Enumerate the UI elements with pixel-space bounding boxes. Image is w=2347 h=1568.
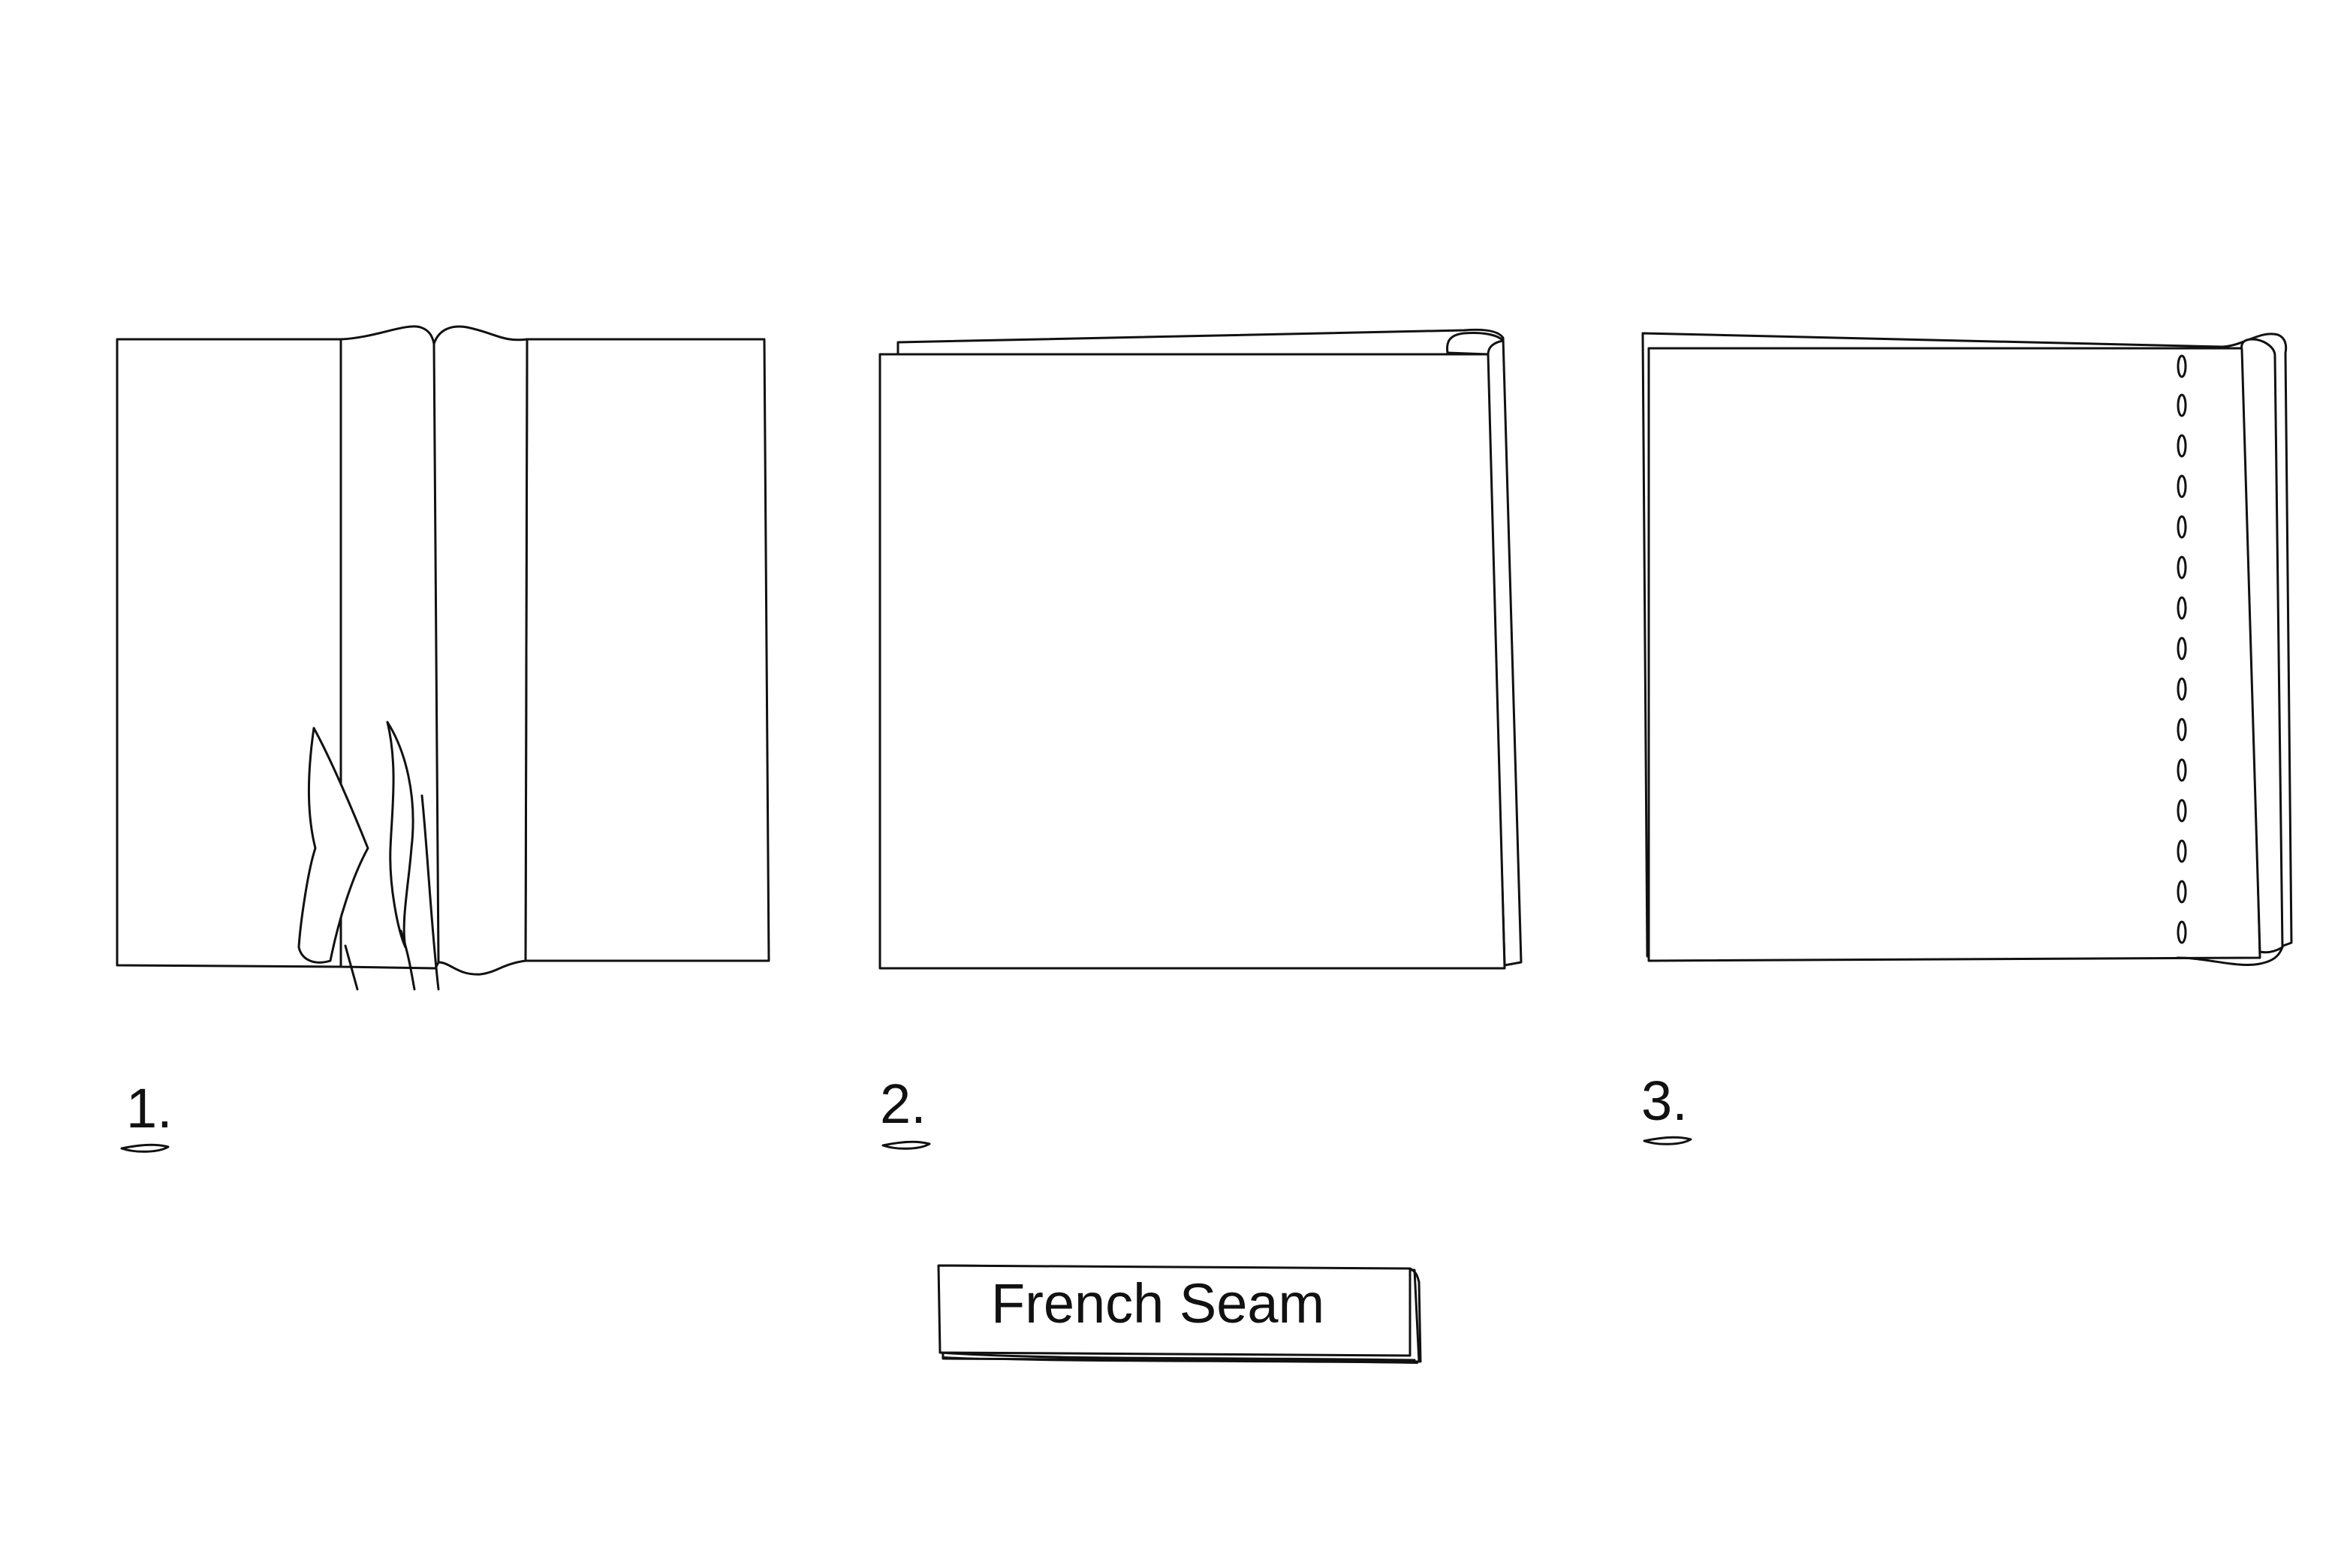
title-label-front	[937, 1264, 1412, 1357]
title-label-box	[937, 1264, 1422, 1364]
title-label-edge	[1409, 1267, 1422, 1363]
title-label-bottom-shadow	[938, 1351, 1416, 1362]
step-3-label: 3.	[1641, 1070, 1688, 1132]
step-3-illustration	[1641, 332, 2293, 1145]
stitch	[2177, 354, 2187, 378]
step-1-right-panel	[524, 338, 770, 962]
stitch	[2177, 718, 2187, 742]
step-3-stitches	[2177, 354, 2187, 944]
step-1-thread-left-end	[344, 944, 359, 991]
step-1-label: 1.	[126, 1077, 173, 1139]
stitch	[2177, 758, 2187, 782]
stitch	[2177, 515, 2187, 539]
step-3-front-panel	[1647, 347, 2261, 962]
stitch	[2177, 434, 2187, 458]
step-2-illustration	[878, 328, 1523, 1150]
step-1-underline	[120, 1143, 170, 1153]
stitch	[2177, 920, 2187, 944]
step-1-illustration	[116, 325, 770, 1153]
step-2-front-panel	[878, 353, 1506, 970]
stitch	[2177, 839, 2187, 863]
stitch	[2177, 880, 2187, 904]
step-1-thread-right-end	[399, 929, 416, 991]
diagram-title: French Seam	[991, 1272, 1325, 1335]
step-2-underline	[881, 1140, 931, 1150]
step-3-underline	[1643, 1136, 1692, 1145]
stitch	[2177, 637, 2187, 661]
stitch	[2177, 393, 2187, 417]
stitch	[2177, 596, 2187, 620]
title-label-bottom-shadow2	[942, 1356, 1418, 1364]
step-3-bottom-curl	[2176, 946, 2284, 966]
stitch	[2177, 474, 2187, 498]
step-2-label: 2.	[880, 1073, 926, 1135]
step-1-thread-right-end2	[420, 794, 440, 991]
stitch	[2177, 799, 2187, 823]
stitch	[2177, 555, 2187, 579]
stitch	[2177, 677, 2187, 701]
step-1-left-panel	[116, 338, 342, 968]
step-1-seam-line	[432, 342, 440, 964]
step-2-fold-curl	[1446, 332, 1505, 356]
step-1-thread-left	[297, 727, 369, 964]
step-1-seam-allowance	[339, 325, 529, 976]
step-3-rolled-seam	[2240, 338, 2284, 954]
